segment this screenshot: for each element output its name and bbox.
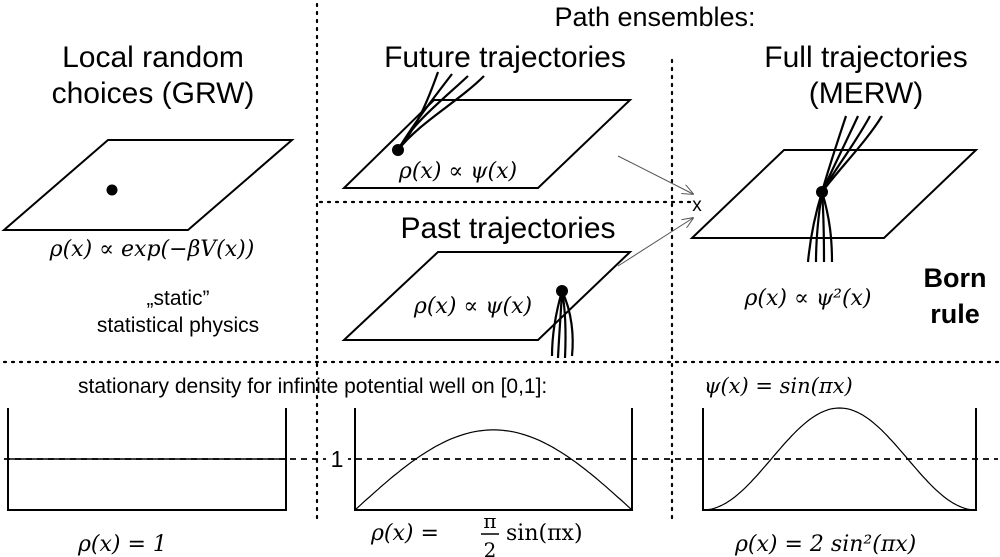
svg-text:sin(πx): sin(πx) xyxy=(506,521,583,546)
future-title: Future trajectories xyxy=(384,41,626,74)
wells-caption: stationary density for infinite potentia… xyxy=(78,375,547,398)
density-curve-right xyxy=(702,407,977,511)
grw-plane xyxy=(1,139,295,231)
past-plane xyxy=(341,251,633,341)
grw-note-line2: statistical physics xyxy=(97,314,259,337)
merw-formula: ρ(x) ∝ ψ²(x) xyxy=(743,286,871,311)
svg-text:2: 2 xyxy=(484,538,497,557)
future-plane xyxy=(341,99,633,189)
future-position-dot xyxy=(392,144,404,156)
merw-trajectory-bundle xyxy=(806,115,883,263)
born-rule-line1: Born xyxy=(924,263,987,293)
merw-plane xyxy=(689,149,979,239)
past-title: Past trajectories xyxy=(400,212,615,245)
unit-label-bg xyxy=(326,444,348,472)
density-curve-middle xyxy=(354,429,633,511)
grw-title-line2: choices (GRW) xyxy=(52,77,255,110)
combine-mark: x xyxy=(692,195,702,216)
grw-note-line1: „static” xyxy=(147,287,210,310)
future-trajectory-bundle xyxy=(397,71,485,151)
combination-arrows xyxy=(617,155,693,267)
merw-title-line1: Full trajectories xyxy=(764,41,967,74)
well-middle-formula: ρ(x) = π 2 sin(πx) xyxy=(370,509,583,557)
future-panel: Future trajectories ρ(x) ∝ ψ(x) xyxy=(341,41,633,189)
future-formula: ρ(x) ∝ ψ(x) xyxy=(398,159,517,184)
past-trajectory-bundle xyxy=(550,290,574,359)
past-position-dot xyxy=(556,285,568,297)
grw-panel: Local random choices (GRW) ρ(x) ∝ exp(−β… xyxy=(1,41,295,337)
arrow-future-to-full xyxy=(617,155,693,194)
header-title: Path ensembles: xyxy=(554,2,755,32)
merw-title-line2: (MERW) xyxy=(809,77,923,110)
separators xyxy=(2,2,1000,522)
well-right-formula: ρ(x) = 2 sin²(πx) xyxy=(734,532,916,557)
wells-psi-formula: ψ(x) = sin(πx) xyxy=(704,374,853,398)
grw-title-line1: Local random xyxy=(62,41,244,74)
past-panel: Past trajectories ρ(x) ∝ ψ(x) xyxy=(341,212,633,359)
svg-text:ρ(x) =: ρ(x) = xyxy=(370,521,439,546)
svg-text:π: π xyxy=(483,509,496,533)
grw-position-dot xyxy=(106,184,118,196)
well-left-formula: ρ(x) = 1 xyxy=(77,532,167,557)
arrow-past-to-full xyxy=(617,218,693,267)
unit-label: 1 xyxy=(331,446,344,472)
born-rule-line2: rule xyxy=(930,299,980,329)
past-formula: ρ(x) ∝ ψ(x) xyxy=(413,294,532,319)
merw-position-dot xyxy=(816,186,828,198)
merw-panel: Full trajectories (MERW) ρ(x) ∝ ψ²(x) Bo… xyxy=(689,41,987,329)
grw-formula: ρ(x) ∝ exp(−βV(x)) xyxy=(49,237,255,262)
